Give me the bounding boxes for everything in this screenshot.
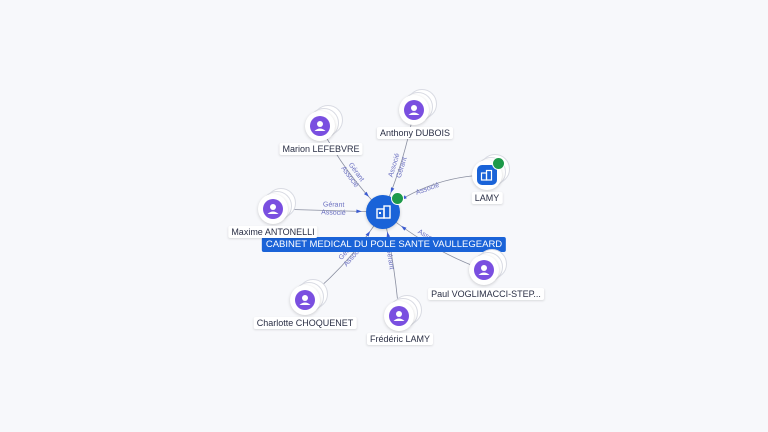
node-label: Paul VOGLIMACCI-STEP... — [428, 288, 544, 300]
person-icon — [393, 311, 405, 321]
center-company-node[interactable] — [366, 192, 404, 229]
node-label: LAMY — [471, 192, 503, 204]
node-lamy-company[interactable] — [472, 154, 510, 190]
node-maxime-antonelli[interactable] — [258, 188, 296, 224]
verified-check-icon — [391, 192, 404, 205]
edge-label: Gérant — [323, 201, 345, 209]
edge-arrow-charlotte — [365, 231, 371, 237]
edge-label: Associé — [415, 182, 441, 197]
node-label: Marion LEFEBVRE — [279, 143, 363, 155]
node-marion-lefebvre[interactable] — [305, 105, 343, 141]
person-icon — [314, 121, 326, 131]
node-frederic-lamy[interactable] — [384, 295, 422, 331]
edge-label: Associé — [321, 209, 346, 217]
edge-arrow-maxime — [356, 209, 362, 214]
node-charlotte-choquenet[interactable] — [290, 279, 328, 315]
building-icon — [480, 169, 493, 181]
node-label: Charlotte CHOQUENET — [253, 317, 357, 329]
building-icon — [376, 205, 391, 219]
edge-arrow-anthony — [390, 187, 395, 193]
node-label: Frédéric LAMY — [366, 333, 434, 345]
edge-arrow-marion — [363, 191, 369, 197]
edge-arrow-frederic — [386, 231, 391, 238]
node-anthony-dubois[interactable] — [399, 89, 437, 125]
node-label: Maxime ANTONELLI — [228, 226, 318, 238]
edge-label: Gérant — [385, 248, 395, 270]
person-icon — [267, 204, 279, 214]
edge-arrow-paul — [401, 225, 407, 231]
node-paul-voglimacci[interactable] — [469, 249, 507, 285]
center-company-label[interactable]: CABINET MEDICAL DU POLE SANTE VAULLEGEAR… — [261, 237, 507, 252]
node-label: Anthony DUBOIS — [376, 127, 454, 139]
person-icon — [478, 265, 490, 275]
verified-check-icon — [492, 157, 505, 170]
person-icon — [299, 295, 311, 305]
person-icon — [408, 105, 420, 115]
